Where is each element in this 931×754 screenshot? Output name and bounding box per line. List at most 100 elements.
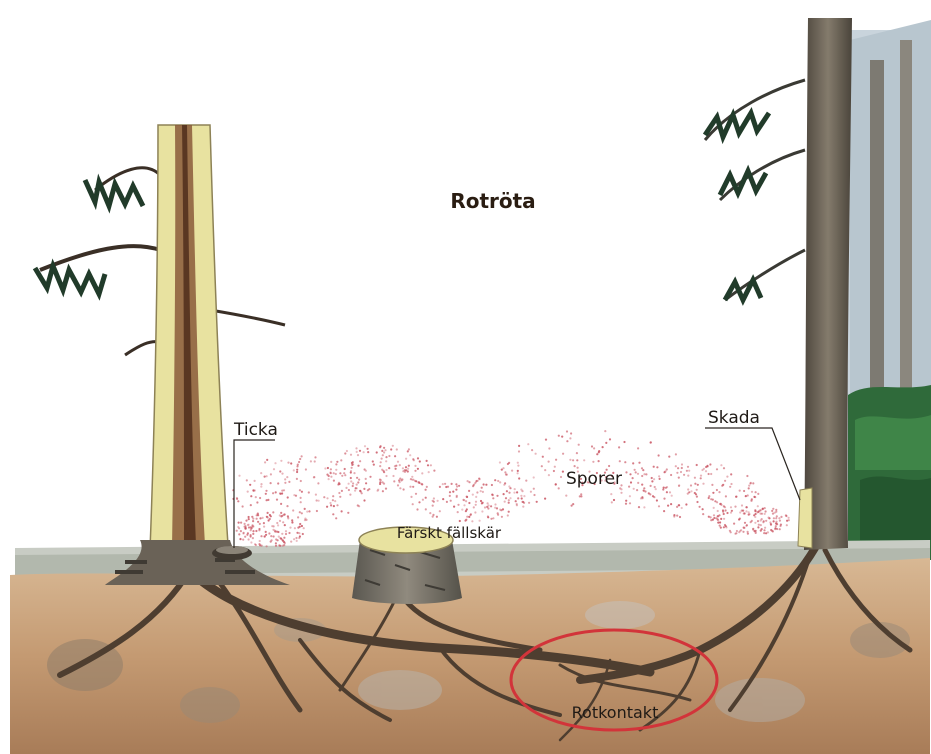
spore-dot xyxy=(696,489,698,491)
spore-dot xyxy=(764,507,766,509)
spore-dot xyxy=(422,499,424,501)
spore-dot xyxy=(283,537,285,539)
spore-dot xyxy=(548,461,550,463)
label-leader-lines xyxy=(234,428,800,548)
spore-dot xyxy=(334,500,336,502)
spore-dot xyxy=(408,465,410,467)
spore-dot xyxy=(377,490,379,492)
spore-dot xyxy=(248,538,250,540)
spore-dot xyxy=(480,490,482,492)
spore-dot xyxy=(637,482,639,484)
spore-dot xyxy=(667,505,669,507)
spore-dot xyxy=(430,464,432,466)
spore-dot xyxy=(724,480,726,482)
spore-dot xyxy=(572,503,574,505)
spore-dot xyxy=(746,475,748,477)
spore-dot xyxy=(774,528,776,530)
spore-dot xyxy=(277,482,279,484)
spore-dot xyxy=(385,460,387,462)
spore-dot xyxy=(757,505,759,507)
spore-dot xyxy=(566,440,568,442)
spore-dot xyxy=(350,470,352,472)
spore-dot xyxy=(395,468,397,470)
spore-dot xyxy=(255,530,257,532)
spore-dot xyxy=(461,509,463,511)
spore-dot xyxy=(676,515,678,517)
spore-dot xyxy=(383,447,385,449)
spore-dot xyxy=(755,513,757,515)
spore-dot xyxy=(719,525,721,527)
spore-dot xyxy=(256,518,258,520)
spore-dot xyxy=(506,490,508,492)
spore-dot xyxy=(492,494,494,496)
spore-dot xyxy=(613,499,615,501)
spore-dot xyxy=(666,468,668,470)
spore-dot xyxy=(713,514,715,516)
spore-dot xyxy=(323,496,325,498)
spore-dot xyxy=(507,514,509,516)
spore-dot xyxy=(516,503,518,505)
spore-dot xyxy=(477,480,479,482)
spore-dot xyxy=(475,481,477,483)
spore-dot xyxy=(273,468,275,470)
spore-dot xyxy=(296,471,298,473)
spore-dot xyxy=(295,537,297,539)
spore-dot xyxy=(779,520,781,522)
spore-dot xyxy=(700,477,702,479)
spore-dot xyxy=(730,483,732,485)
spore-dot xyxy=(502,467,504,469)
spore-dot xyxy=(746,524,748,526)
spore-dot xyxy=(368,488,370,490)
spore-dot xyxy=(629,495,631,497)
spore-dot xyxy=(249,484,251,486)
spore-dot xyxy=(294,527,296,529)
spore-dot xyxy=(743,527,745,529)
spore-dot xyxy=(669,491,671,493)
spore-dot xyxy=(403,488,405,490)
spore-dot xyxy=(407,450,409,452)
spore-dot xyxy=(479,520,481,522)
spore-dot xyxy=(303,527,305,529)
spore-dot xyxy=(332,513,334,515)
spore-dot xyxy=(433,497,435,499)
spore-dot xyxy=(708,495,710,497)
spore-dot xyxy=(380,461,382,463)
spore-dot xyxy=(409,454,411,456)
spore-dot xyxy=(300,480,302,482)
spore-dot xyxy=(279,470,281,472)
spore-dot xyxy=(716,489,718,491)
spore-dot xyxy=(633,488,635,490)
spore-dot xyxy=(316,510,318,512)
spore-dot xyxy=(266,459,268,461)
spore-dot xyxy=(651,480,653,482)
spore-dot xyxy=(713,517,715,519)
spore-dot xyxy=(764,513,766,515)
spore-dot xyxy=(751,520,753,522)
spore-dot xyxy=(265,531,267,533)
spore-dot xyxy=(690,490,692,492)
spore-dot xyxy=(408,448,410,450)
spore-dot xyxy=(718,514,720,516)
spore-dot xyxy=(736,530,738,532)
spore-dot xyxy=(468,490,470,492)
spore-dot xyxy=(628,486,630,488)
spore-dot xyxy=(287,462,289,464)
spore-dot xyxy=(723,467,725,469)
spore-dot xyxy=(643,506,645,508)
spore-dot xyxy=(425,497,427,499)
spore-dot xyxy=(656,466,658,468)
spore-dot xyxy=(553,470,555,472)
spore-dot xyxy=(398,479,400,481)
spore-dot xyxy=(252,520,254,522)
spore-dot xyxy=(284,482,286,484)
spore-dot xyxy=(280,503,282,505)
spore-dot xyxy=(500,509,502,511)
spore-dot xyxy=(729,486,731,488)
spore-dot xyxy=(236,497,238,499)
spore-dot xyxy=(634,469,636,471)
spore-dot xyxy=(511,470,513,472)
spore-dot xyxy=(328,478,330,480)
spore-dot xyxy=(259,517,261,519)
spore-dot xyxy=(475,504,477,506)
spore-dot xyxy=(264,461,266,463)
